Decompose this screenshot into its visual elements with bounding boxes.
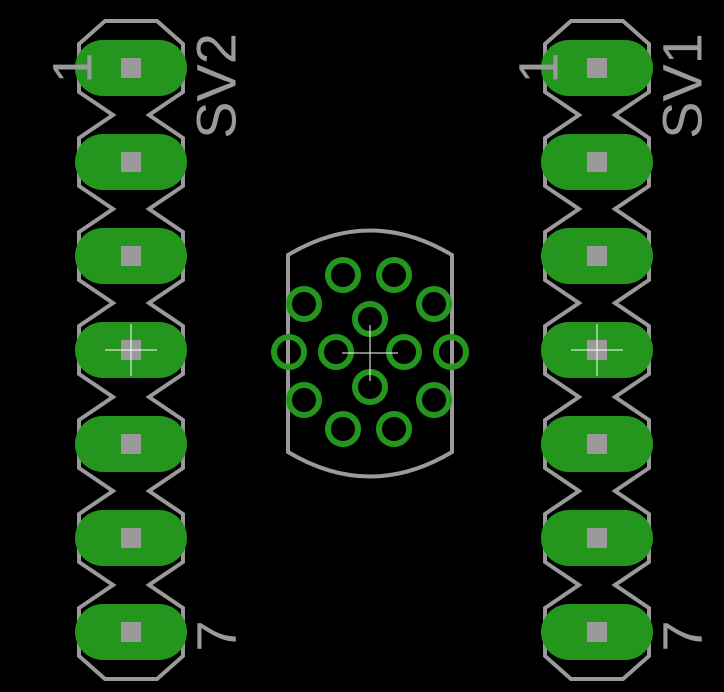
via-9 [433, 334, 469, 370]
via-8 [386, 334, 422, 370]
header-sv2-pins [75, 40, 187, 660]
sv2-drill-hole [121, 246, 141, 266]
sv1-drill-hole [587, 246, 607, 266]
header-sv1-pin7-label: 7 [651, 620, 714, 651]
header-sv1-pin1-label: 1 [507, 52, 570, 83]
via-2 [376, 257, 412, 293]
sv2-pin-4 [75, 322, 187, 378]
sv2-pin-2 [75, 134, 187, 190]
header-sv2: 1 7 SV2 [41, 19, 248, 681]
via-11 [286, 382, 322, 418]
via-13 [325, 411, 361, 447]
sv2-drill-hole [121, 622, 141, 642]
header-sv1: 1 7 SV1 [507, 19, 714, 681]
sv1-pin-3 [541, 228, 653, 284]
sv2-pin-7 [75, 604, 187, 660]
sv1-drill-hole [587, 622, 607, 642]
connector-outline [286, 228, 454, 479]
via-1 [325, 257, 361, 293]
header-sv2-name: SV2 [185, 33, 248, 139]
header-sv2-pin7-label: 7 [185, 620, 248, 651]
via-6 [271, 334, 307, 370]
sv1-drill-hole [587, 528, 607, 548]
sv1-drill-hole [587, 58, 607, 78]
sv1-drill-hole [587, 434, 607, 454]
sv2-drill-hole [121, 528, 141, 548]
via-12 [416, 382, 452, 418]
sv2-pin-1 [75, 40, 187, 96]
sv1-drill-hole [587, 152, 607, 172]
via-14 [376, 411, 412, 447]
via-5 [416, 286, 452, 322]
via-3 [286, 286, 322, 322]
sv1-pin-1 [541, 40, 653, 96]
sv2-drill-hole [121, 152, 141, 172]
sv1-pin-2 [541, 134, 653, 190]
sv1-pin-7 [541, 604, 653, 660]
center-connector [271, 228, 469, 479]
via-7 [318, 334, 354, 370]
sv2-pin-6 [75, 510, 187, 566]
sv2-pin-3 [75, 228, 187, 284]
connector-origin-cross [342, 325, 398, 381]
sv1-pin-5 [541, 416, 653, 472]
header-sv1-pins [541, 40, 653, 660]
header-sv2-pin1-label: 1 [41, 52, 104, 83]
header-sv1-name: SV1 [651, 33, 714, 139]
sv1-pin-6 [541, 510, 653, 566]
sv2-drill-hole [121, 58, 141, 78]
sv1-pin-4 [541, 322, 653, 378]
sv2-pin-5 [75, 416, 187, 472]
sv2-drill-hole [121, 434, 141, 454]
